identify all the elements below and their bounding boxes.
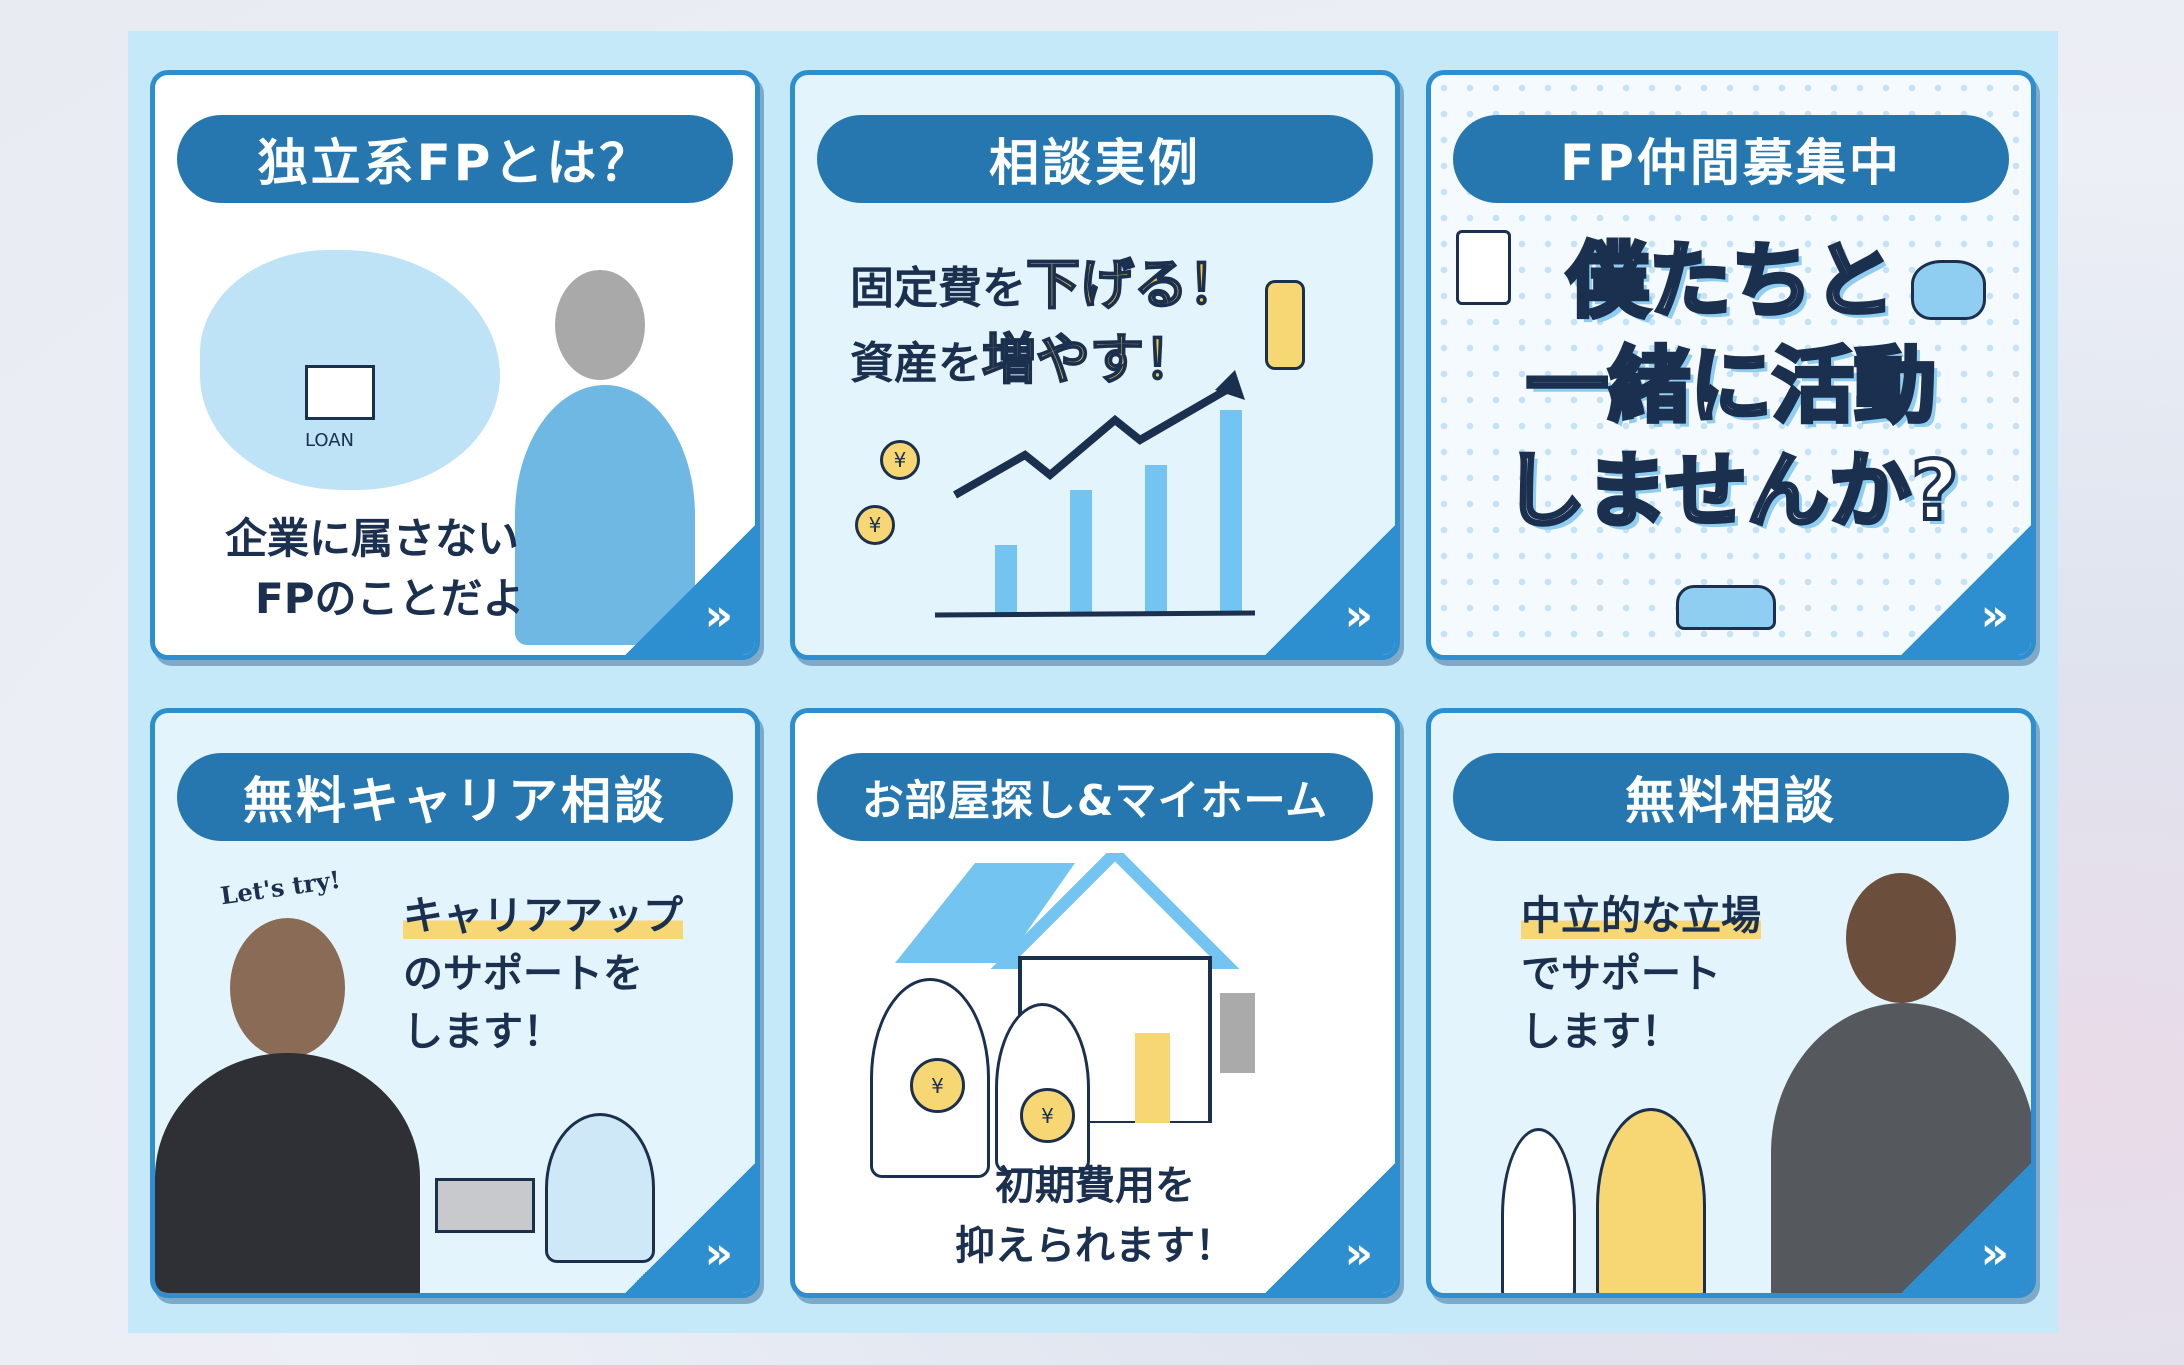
line2-prefix: 資産を	[850, 338, 982, 389]
text-line1: 中立的な立場	[1521, 893, 1761, 939]
yen-coin-icon: ¥	[1020, 1088, 1075, 1143]
growth-bar	[1070, 490, 1092, 615]
arrow-corner[interactable]: »	[1901, 525, 2031, 655]
lets-try-tagline: Let's try!	[218, 864, 343, 911]
caption-line2: FPのことだよ	[255, 574, 525, 623]
growth-arrow-icon	[935, 370, 1255, 618]
growth-bar	[1145, 465, 1167, 615]
headline-line1: 僕たちと	[1565, 232, 1897, 331]
arrow-corner[interactable]: »	[1265, 1163, 1395, 1293]
car-icon	[1676, 585, 1776, 630]
advisor-photo	[155, 1053, 420, 1293]
caption-line2: 抑えられます！	[955, 1223, 1235, 1269]
double-chevron-icon: »	[1344, 590, 1373, 641]
arrow-corner[interactable]: »	[625, 1163, 755, 1293]
fixed-cost-line: 固定費を下げる！	[850, 240, 1243, 319]
client-illustration	[1501, 1128, 1576, 1293]
coin-stack-icon	[1265, 280, 1305, 370]
text-line2: でサポート	[1521, 951, 1721, 997]
yen-coin-icon: ¥	[855, 505, 895, 545]
card-title: FP仲間募集中	[1453, 115, 2009, 203]
card-housing[interactable]: お部屋探し&マイホーム ¥ ¥ 初期費用を 抑えられます！ »	[790, 708, 1400, 1298]
card-title: お部屋探し&マイホーム	[817, 753, 1373, 841]
yen-coin-icon: ¥	[910, 1058, 965, 1113]
coin-purse-icon	[1911, 260, 1986, 320]
caption-line1: 初期費用を	[995, 1163, 1195, 1209]
asset-line: 資産を増やす！	[850, 315, 1199, 394]
caption-line1: 企業に属さない	[225, 514, 520, 563]
teacher-head	[555, 270, 645, 380]
card-title: 無料相談	[1453, 753, 2009, 841]
house-icon	[305, 365, 375, 420]
headline-line2: 一緒に活動	[1524, 337, 1938, 436]
advisor-photo-head	[1846, 873, 1956, 1003]
double-chevron-icon: »	[704, 590, 733, 641]
card-fp-recruitment[interactable]: FP仲間募集中 僕たちと 一緒に活動 しませんか? »	[1426, 70, 2036, 660]
advisor-photo-head	[230, 918, 345, 1058]
double-chevron-icon: »	[1344, 1228, 1373, 1279]
arrow-corner[interactable]: »	[1901, 1163, 2031, 1293]
card-free-consultation[interactable]: 無料相談 中立的な立場 でサポート します！ »	[1426, 708, 2036, 1298]
arrow-corner[interactable]: »	[625, 525, 755, 655]
card-title: 相談実例	[817, 115, 1373, 203]
loan-label: LOAN	[305, 430, 355, 451]
double-chevron-icon: »	[1980, 1228, 2009, 1279]
calculator-icon	[1456, 230, 1511, 305]
text-line3: します！	[403, 1009, 563, 1055]
text-line1: キャリアアップ	[403, 893, 683, 939]
line1-highlight: 下げる！	[1025, 252, 1243, 317]
growth-bar	[995, 545, 1017, 615]
line1-prefix: 固定費を	[850, 263, 1026, 314]
yen-coin-icon: ¥	[880, 440, 920, 480]
card-title: 無料キャリア相談	[177, 753, 733, 841]
text-line3: します！	[1521, 1009, 1681, 1055]
card-independent-fp[interactable]: 独立系FPとは？ LOAN 企業に属さない FPのことだよ »	[150, 70, 760, 660]
double-chevron-icon: »	[704, 1228, 733, 1279]
client-illustration	[1596, 1108, 1706, 1293]
line2-highlight: 増やす！	[981, 327, 1199, 392]
double-chevron-icon: »	[1980, 590, 2009, 641]
headline-line3: しませんか?	[1501, 442, 1960, 541]
card-free-career-consultation[interactable]: 無料キャリア相談 Let's try! キャリアアップ のサポートを します！ …	[150, 708, 760, 1298]
laptop-icon	[435, 1178, 535, 1233]
card-consultation-examples[interactable]: 相談実例 固定費を下げる！ 資産を増やす！ ¥ ¥ »	[790, 70, 1400, 660]
arrow-corner[interactable]: »	[1265, 525, 1395, 655]
text-line2: のサポートを	[403, 951, 643, 997]
growth-bar	[1220, 410, 1242, 615]
card-title: 独立系FPとは？	[177, 115, 733, 203]
service-panel: 独立系FPとは？ LOAN 企業に属さない FPのことだよ » 相談実例 固定費…	[128, 31, 2058, 1333]
